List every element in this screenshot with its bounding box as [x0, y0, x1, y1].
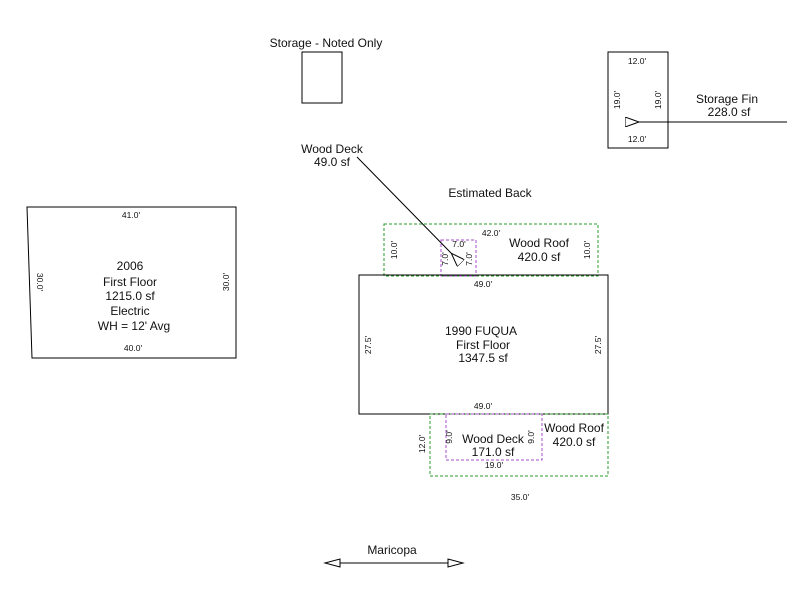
wood-roof-back-dim-left: 10.0' — [389, 241, 399, 260]
estimated-back-label: Estimated Back — [448, 186, 532, 200]
building-2006-outline — [26, 206, 237, 359]
wood-deck-small-callout: Wood Deck 49.0 sf — [301, 142, 452, 254]
wood-deck-front-dim-left: 9.0' — [444, 430, 454, 444]
storage-fin-dim-bottom: 12.0' — [628, 134, 647, 144]
wood-deck-front-dim-bottom: 19.0' — [485, 460, 504, 470]
wood-roof-back: 42.0' 10.0' 10.0' Wood Roof 420.0 sf — [383, 223, 599, 277]
wood-deck-front-dim-right: 9.0' — [526, 430, 536, 444]
building-2006-electric: Electric — [110, 304, 149, 318]
wood-deck-front-title: Wood Deck — [462, 432, 525, 446]
building-2006-wh: WH = 12' Avg — [98, 319, 170, 333]
storage-fin-dim-right: 19.0' — [653, 91, 663, 110]
wood-roof-back-title: Wood Roof — [509, 236, 569, 250]
wood-roof-back-dim-right: 10.0' — [582, 241, 592, 260]
wood-roof-front-area: 420.0 sf — [553, 435, 596, 449]
storage-noted-only: Storage - Noted Only — [270, 36, 383, 104]
building-2006-area: 1215.0 sf — [105, 289, 155, 303]
wood-roof-front: 12.0' 35.0' Wood Roof 420.0 sf — [417, 413, 609, 502]
street-indicator: Maricopa — [323, 543, 465, 568]
building-2006-dim-right: 30.0' — [221, 273, 231, 292]
building-2006-dim-bottom: 40.0' — [124, 343, 143, 353]
wood-deck-front-area: 171.0 sf — [472, 445, 515, 459]
building-2006-dim-top: 41.0' — [122, 210, 141, 220]
main-building-dim-bottom: 49.0' — [474, 401, 493, 411]
wood-deck-front-outline — [445, 413, 543, 461]
street-arrow-right-head — [447, 558, 465, 568]
storage-fin-dim-top: 12.0' — [628, 56, 647, 66]
wood-roof-front-dim-left: 12.0' — [417, 435, 427, 454]
main-building-floor: First Floor — [456, 338, 510, 352]
wood-deck-small-title: Wood Deck — [301, 142, 364, 156]
storage-fin-outline — [607, 51, 669, 149]
main-building-dim-left: 27.5' — [363, 336, 373, 355]
storage-noted-label: Storage - Noted Only — [270, 36, 383, 50]
wood-deck-small: 7.0' 7.0' 7.0' — [440, 239, 477, 277]
wood-roof-front-dim-bottom: 35.0' — [511, 492, 530, 502]
main-building-name: 1990 FUQUA — [445, 324, 517, 338]
building-2006: 41.0' 40.0' 30.0' 30.0' 2006 First Floor… — [26, 206, 237, 359]
storage-noted-outline — [301, 51, 343, 104]
wood-roof-front-title: Wood Roof — [544, 421, 604, 435]
building-2006-floor: First Floor — [103, 275, 157, 289]
wood-roof-back-area: 420.0 sf — [518, 250, 561, 264]
street-arrow-left-head — [323, 558, 341, 568]
building-2006-dim-left: 30.0' — [35, 273, 45, 292]
storage-fin-area: 228.0 sf — [708, 105, 751, 119]
wood-roof-back-outline — [383, 223, 599, 277]
wood-deck-front: 9.0' 9.0' 19.0' Wood Deck 171.0 sf — [444, 413, 543, 470]
wood-deck-small-dim-left: 7.0' — [440, 252, 450, 266]
storage-fin-title: Storage Fin — [696, 92, 758, 106]
main-building: 49.0' 49.0' 27.5' 27.5' 1990 FUQUA First… — [358, 274, 609, 415]
wood-deck-small-pointer-arrow — [356, 156, 452, 254]
street-label: Maricopa — [367, 543, 417, 557]
wood-deck-small-dim-top: 7.0' — [452, 239, 466, 249]
main-building-dim-right: 27.5' — [593, 336, 603, 355]
building-2006-year: 2006 — [117, 259, 144, 273]
wood-deck-small-dim-right: 7.0' — [464, 252, 474, 266]
wood-roof-back-dim-top: 42.0' — [482, 228, 501, 238]
storage-fin: 12.0' 12.0' 19.0' 19.0' Storage Fin 228.… — [607, 51, 787, 149]
storage-fin-dim-left: 19.0' — [612, 91, 622, 110]
wood-deck-small-outline — [440, 239, 477, 277]
wood-deck-small-area: 49.0 sf — [314, 155, 351, 169]
main-building-dim-top: 49.0' — [474, 279, 493, 289]
main-building-area: 1347.5 sf — [458, 351, 508, 365]
